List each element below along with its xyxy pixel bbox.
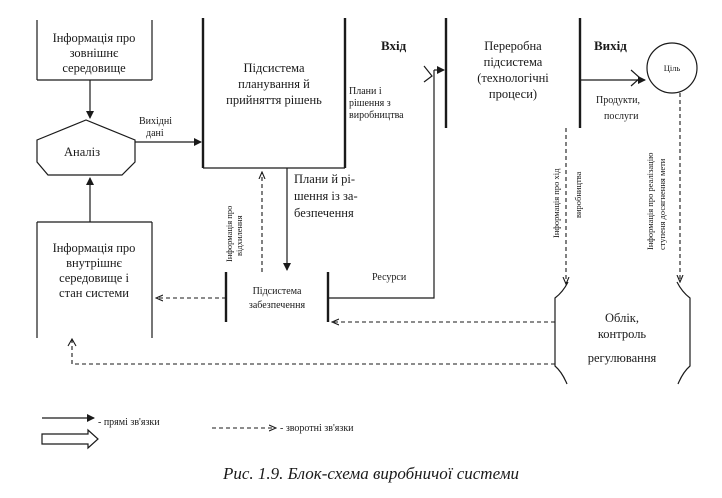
diagram-labels: Вихідні дані Вхід Вихід Плани і рішення … xyxy=(139,38,667,283)
input-label: Вхід xyxy=(381,38,407,53)
planning-line-1: Підсистема xyxy=(243,61,304,75)
output-chevron-icon xyxy=(630,69,641,87)
control-line-2: контроль xyxy=(598,327,647,341)
plans-production-line-1: Плани і xyxy=(349,86,382,97)
input-chevron-icon xyxy=(423,65,433,83)
support-line-1: Підсистема xyxy=(253,286,302,297)
products-line-1: Продукти, xyxy=(596,95,640,106)
external-info-line-3: середовище xyxy=(62,61,126,75)
processing-block: Переробна підсистема (технологічні проце… xyxy=(444,18,582,128)
line-resources xyxy=(328,70,435,299)
info-production-line-2: виробництва xyxy=(573,171,583,218)
output-data-line-1: Вихідні xyxy=(139,116,172,127)
processing-line-4: процеси) xyxy=(489,87,537,101)
internal-info-line-3: середовище і xyxy=(59,271,129,285)
plans-support-line-2: шення із за- xyxy=(294,189,358,203)
external-info-line-2: зовнішнє xyxy=(70,46,119,60)
legend-thick-arrow-icon xyxy=(41,428,99,450)
control-block: Облік, контроль регулювання xyxy=(554,281,691,385)
internal-info-line-2: внутрішнє xyxy=(66,256,122,270)
planning-line-2: планування й xyxy=(238,77,310,91)
analysis-label: Аналіз xyxy=(64,145,100,159)
feedback-connections xyxy=(67,93,680,365)
control-line-1: Облік, xyxy=(605,311,639,325)
direct-connections xyxy=(86,66,646,299)
control-line-3: регулювання xyxy=(588,351,657,365)
figure-caption: Рис. 1.9. Блок-схема виробничої системи xyxy=(222,464,519,483)
legend-direct-label: - прямі зв'язки xyxy=(98,417,160,428)
external-info-block: Інформація про зовнішнє середовище xyxy=(36,20,153,81)
external-info-line-1: Інформація про xyxy=(53,31,136,45)
goal-node: Ціль xyxy=(646,42,698,94)
goal-label: Ціль xyxy=(664,63,681,73)
resources-label: Ресурси xyxy=(372,272,407,283)
internal-info-block: Інформація про внутрішнє середовище і ст… xyxy=(36,221,153,338)
planning-block: Підсистема планування й прийняття рішень xyxy=(201,18,347,169)
support-line-2: забезпечення xyxy=(249,300,306,311)
info-goal-line-1: Інформація про реалізацію xyxy=(645,152,655,250)
line-control-to-internal xyxy=(71,340,555,365)
processing-line-3: (технологічні xyxy=(477,71,549,85)
info-deviation-line-2: відхилення xyxy=(234,215,244,256)
planning-line-3: прийняття рішень xyxy=(226,93,322,107)
plans-support-line-3: безпечення xyxy=(294,206,354,220)
output-data-line-2: дані xyxy=(146,128,164,139)
plans-production-line-2: рішення з xyxy=(349,98,391,109)
products-line-2: послуги xyxy=(604,111,639,122)
internal-info-line-4: стан системи xyxy=(59,286,129,300)
info-goal-line-2: ступеня досягнення мети xyxy=(657,158,667,250)
analysis-block: Аналіз xyxy=(36,119,136,176)
plans-production-line-3: виробництва xyxy=(349,110,404,121)
processing-line-1: Переробна xyxy=(484,39,542,53)
info-production-line-1: Інформація про хід xyxy=(551,168,561,238)
legend-feedback-label: - зворотні зв'язки xyxy=(280,423,354,434)
internal-info-line-1: Інформація про xyxy=(53,241,136,255)
processing-line-2: підсистема xyxy=(484,55,543,69)
legend: - прямі зв'язки - зворотні зв'язки xyxy=(41,414,354,450)
plans-support-line-1: Плани й рі- xyxy=(294,172,355,186)
support-block: Підсистема забезпечення xyxy=(224,272,330,322)
info-deviation-line-1: Інформація про xyxy=(224,206,234,262)
output-label: Вихід xyxy=(594,38,627,53)
